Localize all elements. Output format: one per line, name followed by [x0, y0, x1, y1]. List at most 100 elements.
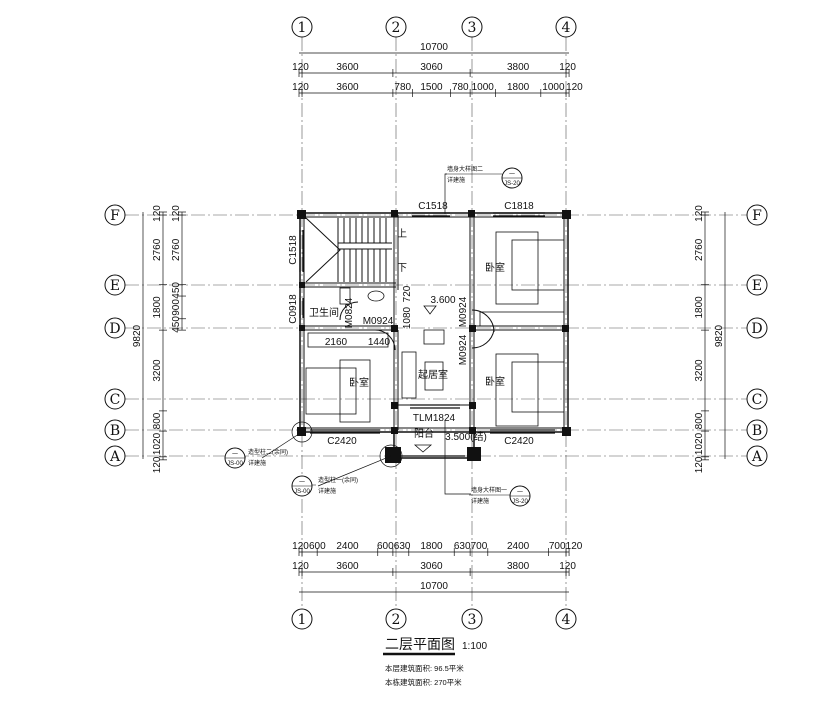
wall-axis-d [302, 325, 566, 331]
window-label: C1818 [504, 201, 534, 212]
callout-text: 造型柱一(余同) [318, 476, 358, 484]
axis-bubble [746, 388, 768, 410]
dimension-text: 1800 [507, 82, 530, 93]
callout-ref: 详建施 [471, 497, 489, 505]
window-label: C2420 [327, 436, 357, 447]
axis-bubble [104, 274, 126, 296]
dimension-text: 1800 [152, 296, 163, 319]
floor-area-text: 本层建筑面积: 96.5平米 [385, 663, 464, 673]
dimension-text: 2760 [171, 238, 182, 261]
axis-bubble [104, 317, 126, 339]
stair-down-label: 下 [397, 263, 407, 274]
axis-bubble [555, 608, 577, 630]
dimension-text: 3600 [336, 62, 359, 73]
callout-text: 墙身大样图一 [471, 486, 507, 494]
stair [305, 217, 392, 283]
dimension-text: 1000 [472, 82, 495, 93]
dimension-text: 1000 [542, 82, 565, 93]
door-label: M0924 [458, 296, 469, 327]
dimension-text: 1800 [420, 541, 443, 552]
axis-label-C: C [110, 392, 121, 408]
window-label: C1518 [418, 201, 448, 212]
dimension-text: 800 [694, 412, 705, 429]
axis-bubble [385, 608, 407, 630]
axis-bubble [104, 388, 126, 410]
room-label: 卧室 [485, 261, 505, 274]
dimension-text: 3060 [420, 62, 443, 73]
axis-bubble [746, 419, 768, 441]
window-label: C0918 [288, 294, 299, 324]
dimension-text: 1440 [368, 337, 391, 348]
wall-axis-e [302, 282, 396, 288]
room-label: 卧室 [485, 375, 505, 388]
door-label: M0924 [363, 316, 394, 327]
door-label: TLM1824 [413, 413, 456, 424]
dimension-text: 9820 [714, 324, 725, 347]
axis-label-2: 2 [392, 20, 401, 36]
axis-bubble [746, 317, 768, 339]
dimension-text: 120 [694, 205, 705, 222]
door-label: M0924 [458, 334, 469, 365]
dimension-text: 120 [559, 62, 576, 73]
detail-sheet: JS-00 [227, 461, 243, 467]
dimension-text: 120 [566, 541, 583, 552]
axis-bubble [291, 608, 313, 630]
axis-bubble [385, 16, 407, 38]
dimension-text: 1500 [420, 82, 443, 93]
total-area-text: 本栋建筑面积: 270平米 [385, 677, 462, 687]
dimension-lines [142, 52, 726, 593]
drawing-title: 二层平面图 [385, 636, 455, 652]
dimension-text: 2760 [152, 238, 163, 261]
axis-label-A: A [751, 449, 763, 465]
dimension-text: 780 [394, 82, 411, 93]
axis-label-B: B [110, 423, 120, 439]
dimension-text: 3600 [336, 561, 359, 572]
doors [339, 301, 495, 351]
axis-label-3: 3 [468, 612, 477, 628]
wall-axis-2 [393, 215, 399, 430]
dimension-text: 120 [152, 456, 163, 473]
elevation-mark: 3.500(结) [445, 430, 487, 443]
room-label: 阳台 [414, 427, 434, 440]
drawing-scale: 1:100 [462, 641, 487, 652]
dimension-text: 700 [471, 541, 488, 552]
dimension-text: 120 [292, 62, 309, 73]
door-label: M0824 [344, 297, 355, 328]
dimension-text: 120 [292, 541, 309, 552]
dimension-text: 10700 [420, 42, 448, 53]
dimension-text: 2400 [507, 541, 530, 552]
dimension-text: 120 [559, 561, 576, 572]
dimension-text: 450 [171, 316, 182, 333]
dimension-text: 1080 [402, 306, 413, 329]
dimension-text: 600 [377, 541, 394, 552]
axis-label-F: F [752, 208, 762, 224]
dimension-text: 1800 [694, 296, 705, 319]
callout-ref: 详建施 [318, 487, 336, 495]
room-label: 起居室 [418, 368, 448, 381]
callout-leader [317, 455, 392, 487]
structural-columns [297, 210, 571, 463]
axis-label-A: A [109, 449, 121, 465]
detail-sheet: JS-00 [294, 489, 310, 495]
axis-bubble [104, 204, 126, 226]
dimension-text: 3600 [336, 82, 359, 93]
furniture [305, 231, 565, 427]
detail-number: 一 [517, 490, 523, 496]
dimension-text: 3800 [507, 561, 530, 572]
dimension-text: 1020 [152, 432, 163, 455]
detail-number: 一 [509, 172, 515, 178]
dimension-text: 450 [171, 282, 182, 299]
axis-bubble [555, 16, 577, 38]
axis-label-E: E [110, 278, 120, 294]
callout-text: 造型柱二(余同) [248, 448, 288, 456]
axis-label-3: 3 [468, 20, 477, 36]
detail-sheet: JS-20 [504, 181, 520, 187]
elevation-triangle-icon [423, 305, 437, 315]
detail-number: 一 [232, 452, 238, 458]
wall-axis-3 [469, 215, 475, 430]
dimension-text: 120 [694, 456, 705, 473]
walls [297, 210, 571, 463]
axis-label-4: 4 [562, 20, 571, 36]
axis-bubble [461, 16, 483, 38]
